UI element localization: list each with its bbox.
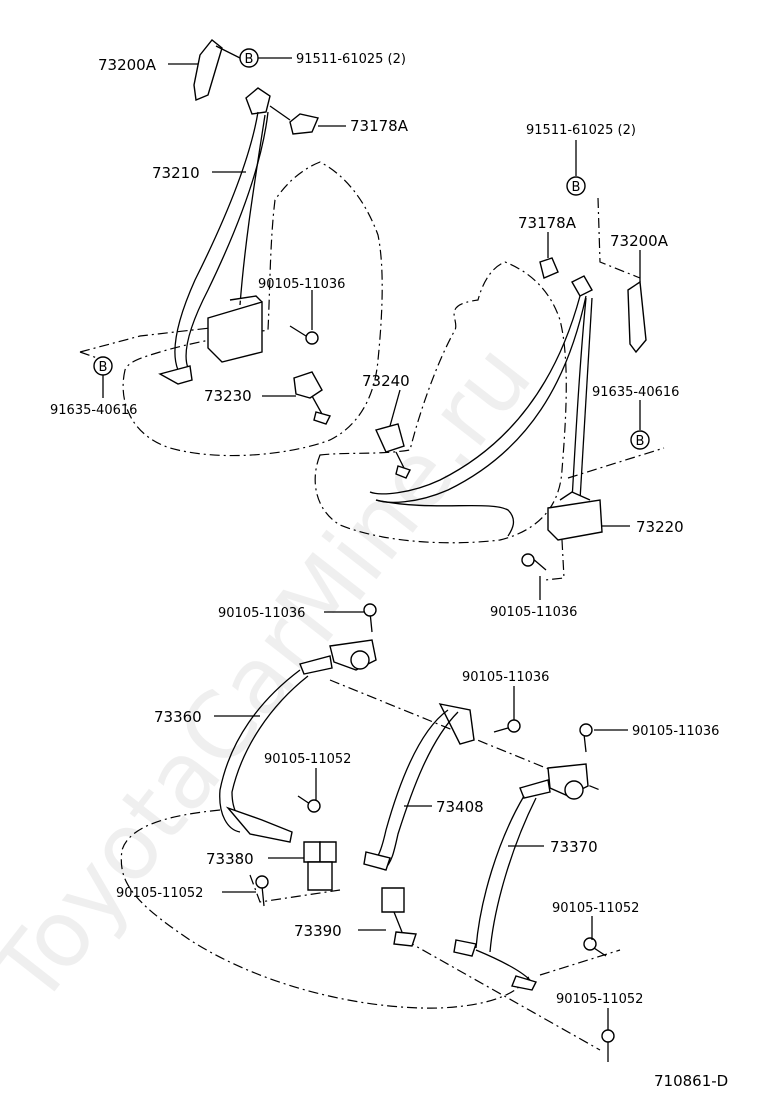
part-73200a-right-anchor-cover [597,197,647,354]
diagram-id: 710861-D [654,1072,728,1090]
label-90105-11052-a: 90105-11052 [264,752,351,767]
label-90105-11036-a: 90105-11036 [258,277,345,292]
part-73210-left-belt [158,87,271,385]
label-91511-left: 91511-61025 (2) [296,52,406,67]
leader-lines [102,45,641,1030]
part-73360-rear-left-belt [219,639,377,843]
label-73390: 73390 [294,922,342,940]
label-73408: 73408 [436,798,484,816]
part-73390-rear-buckle [381,887,417,947]
label-90105-11036-e: 90105-11036 [632,724,719,739]
label-73200a-left: 73200A [98,56,157,74]
label-73240: 73240 [362,372,410,390]
label-90105-11052-d: 90105-11052 [556,992,643,1007]
label-73200a-right: 73200A [610,232,669,250]
part-73370-rear-right-belt [453,763,589,991]
label-90105-11036-d: 90105-11036 [462,670,549,685]
label-90105-11036-c: 90105-11036 [218,606,305,621]
part-73178a-left-cover [289,113,319,135]
label-73178a-right: 73178A [518,214,577,232]
bolt-90105-11036-b [521,539,565,581]
part-73230-left-buckle [293,371,332,425]
part-73220-right-belt [369,275,603,541]
circle-marker-b-right: B [630,430,650,450]
part-73240-right-buckle [375,423,411,479]
label-73220: 73220 [636,518,684,536]
right-front-seat [314,261,567,544]
label-73380: 73380 [206,850,254,868]
label-73230: 73230 [204,387,252,405]
label-90105-11036-b: 90105-11036 [490,605,577,620]
label-90105-11052-b: 90105-11052 [116,886,203,901]
label-91635-right: 91635-40616 [592,385,679,400]
circle-marker-b-left: B [93,356,113,376]
label-91635-left: 91635-40616 [50,403,137,418]
label-73370: 73370 [550,838,598,856]
part-73200a-left-anchor-cover [193,39,223,101]
bolt-90105-11036-a [289,325,319,345]
svg-text:B: B [99,360,108,375]
part-73408-rear-center-belt [363,703,475,871]
svg-text:B: B [572,180,581,195]
label-73210: 73210 [152,164,200,182]
circle-marker-b-top-left: B [239,48,259,68]
label-91511-right: 91511-61025 (2) [526,123,636,138]
part-73178a-right-cover [539,257,559,279]
part-labels: 73200A 91511-61025 (2) 73178A 73210 9010… [50,52,728,1090]
circle-marker-b-top-right: B [566,176,586,196]
label-90105-11052-c: 90105-11052 [552,901,639,916]
part-73380-rear-buckle-pair [303,841,337,891]
svg-text:B: B [636,434,645,449]
right-anchor-line [567,447,665,479]
label-73178a-left: 73178A [350,117,409,135]
svg-text:B: B [245,52,254,67]
label-73360: 73360 [154,708,202,726]
